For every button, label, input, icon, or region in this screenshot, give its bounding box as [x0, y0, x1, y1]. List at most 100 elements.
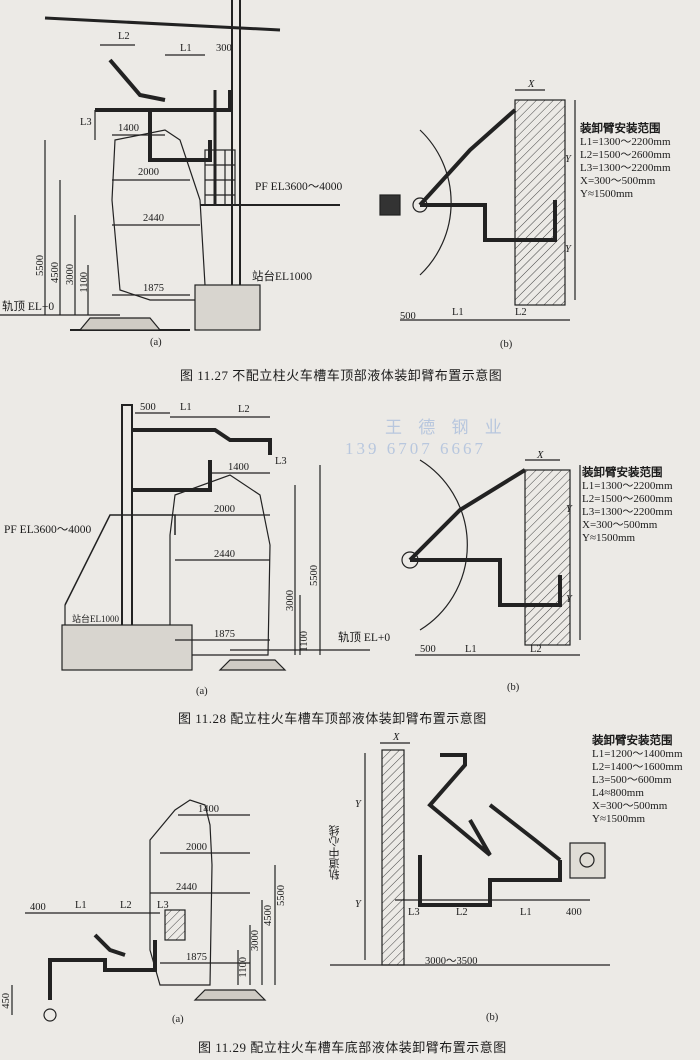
sub-b-label: (b): [507, 682, 520, 693]
dim-2440: 2440: [176, 882, 197, 893]
dim-1100: 1100: [238, 957, 249, 978]
spec-line: X=300～500mm: [580, 175, 656, 187]
dim-4500: 4500: [263, 905, 274, 926]
dim-x: X: [537, 450, 544, 461]
dim-l1: L1: [75, 900, 87, 911]
figure-caption: 图 11.29 配立柱火车槽车底部液体装卸臂布置示意图: [198, 1040, 507, 1055]
dim-l1: L1: [465, 644, 477, 655]
spec-line: L4≈800mm: [592, 787, 644, 799]
dim-l1: L1: [180, 402, 192, 413]
dim-y-lower: Y: [566, 594, 572, 605]
dim-500: 500: [420, 644, 436, 655]
dim-1400: 1400: [198, 804, 219, 815]
spec-line: Y≈1500mm: [582, 532, 636, 544]
pf-label: PF EL3600～4000: [4, 524, 92, 536]
dim-2000: 2000: [214, 504, 235, 515]
rail-label: 轨顶 EL+0: [2, 301, 55, 313]
spec-title: 装卸臂安装范围: [580, 123, 661, 135]
dim-l3: L3: [157, 900, 169, 911]
spec-line: L2=1400～1600mm: [592, 761, 683, 773]
sub-b-label: (b): [486, 1012, 499, 1023]
figure-11-28: 王 德 钢 业 139 6707 6667 500 L1 L2 L3 1400 …: [0, 395, 700, 726]
dim-1100: 1100: [299, 631, 310, 652]
figure-11-29: 1400 2000 2440 400 L1 L2 L3 1875 5500 45…: [0, 725, 700, 1060]
figure-caption: 图 11.28 配立柱火车槽车顶部液体装卸臂布置示意图: [178, 711, 487, 726]
dim-1875: 1875: [143, 283, 164, 294]
dim-500: 500: [140, 402, 156, 413]
dim-5500: 5500: [309, 565, 320, 586]
track-centerline-label: 轨道中心线: [329, 825, 341, 880]
dim-l1: L1: [520, 907, 532, 918]
dim-y-upper: Y: [566, 504, 572, 515]
dim-300: 300: [216, 43, 232, 54]
figure-caption: 图 11.27 不配立柱火车槽车顶部液体装卸臂布置示意图: [180, 368, 503, 383]
dim-4500: 4500: [50, 262, 61, 283]
dim-y-upper: Y: [355, 799, 361, 810]
dim-y-lower: Y: [355, 899, 361, 910]
spec-title: 装卸臂安装范围: [582, 467, 663, 479]
watermark-phone: 139 6707 6667: [345, 439, 486, 458]
figure-11-27: L2 L1 300 L3 1400 2000 2440 1875 5500 45…: [0, 0, 700, 395]
dim-l3: L3: [80, 117, 92, 128]
dim-400: 400: [566, 907, 582, 918]
dim-l2: L2: [456, 907, 468, 918]
spec-line: L3=500～600mm: [592, 774, 672, 786]
dim-5500: 5500: [276, 885, 287, 906]
spec-block: 装卸臂安装范围 L1=1300～2200mm L2=1500～2600mm L3…: [580, 123, 671, 201]
dim-1875: 1875: [214, 629, 235, 640]
spec-line: Y≈1500mm: [580, 188, 634, 200]
watermark-name: 王 德 钢 业: [385, 418, 508, 437]
spec-line: L1=1200～1400mm: [592, 748, 683, 760]
spec-line: L2=1500～2600mm: [580, 149, 671, 161]
sub-a-label: (a): [196, 686, 208, 697]
dim-l3: L3: [408, 907, 420, 918]
spec-line: Y≈1500mm: [592, 813, 646, 825]
dim-1400: 1400: [118, 123, 139, 134]
dim-1100: 1100: [79, 272, 90, 293]
dim-2440: 2440: [143, 213, 164, 224]
platform-label: 站台EL1000: [252, 271, 313, 283]
dim-l2: L2: [530, 644, 542, 655]
dim-l2: L2: [238, 404, 250, 415]
dim-3000: 3000: [250, 930, 261, 951]
dim-3000: 3000: [65, 264, 76, 285]
dim-500: 500: [400, 311, 416, 322]
spec-line: L3=1300～2200mm: [582, 506, 673, 518]
sub-a-label: (a): [172, 1014, 184, 1025]
dim-1400: 1400: [228, 462, 249, 473]
dim-2440: 2440: [214, 549, 235, 560]
fig28-drawing: [61, 404, 581, 671]
dim-l2: L2: [118, 31, 130, 42]
spec-block: 装卸臂安装范围 L1=1200～1400mm L2=1400～1600mm L3…: [592, 735, 683, 826]
dim-l1: L1: [180, 43, 192, 54]
dim-2000: 2000: [138, 167, 159, 178]
spec-line: X=300～500mm: [592, 800, 668, 812]
dim-y-lower: Y: [565, 244, 571, 255]
spec-line: L1=1300～2200mm: [582, 480, 673, 492]
rail-label: 轨顶 EL+0: [338, 632, 391, 644]
dim-450: 450: [1, 993, 12, 1009]
dim-l1: L1: [452, 307, 464, 318]
sub-a-label: (a): [150, 337, 162, 348]
spec-line: L3=1300～2200mm: [580, 162, 671, 174]
spec-line: X=300～500mm: [582, 519, 658, 531]
pf-label: PF EL3600～4000: [255, 181, 343, 193]
spec-block: 装卸臂安装范围 L1=1300～2200mm L2=1500～2600mm L3…: [582, 467, 673, 545]
dim-400: 400: [30, 902, 46, 913]
platform-label: 站台EL1000: [72, 614, 119, 624]
fig29-drawing: [11, 742, 610, 1022]
dim-2000: 2000: [186, 842, 207, 853]
dim-l3: L3: [275, 456, 287, 467]
dim-1875: 1875: [186, 952, 207, 963]
dim-x: X: [528, 79, 535, 90]
dim-3000-3500: 3000～3500: [425, 956, 478, 967]
dim-y-upper: Y: [565, 154, 571, 165]
dim-x: X: [393, 732, 400, 743]
dim-3000: 3000: [285, 590, 296, 611]
spec-title: 装卸臂安装范围: [592, 735, 673, 747]
sub-b-label: (b): [500, 339, 513, 350]
spec-line: L1=1300～2200mm: [580, 136, 671, 148]
dim-l2: L2: [120, 900, 132, 911]
dim-l2: L2: [515, 307, 527, 318]
spec-line: L2=1500～2600mm: [582, 493, 673, 505]
